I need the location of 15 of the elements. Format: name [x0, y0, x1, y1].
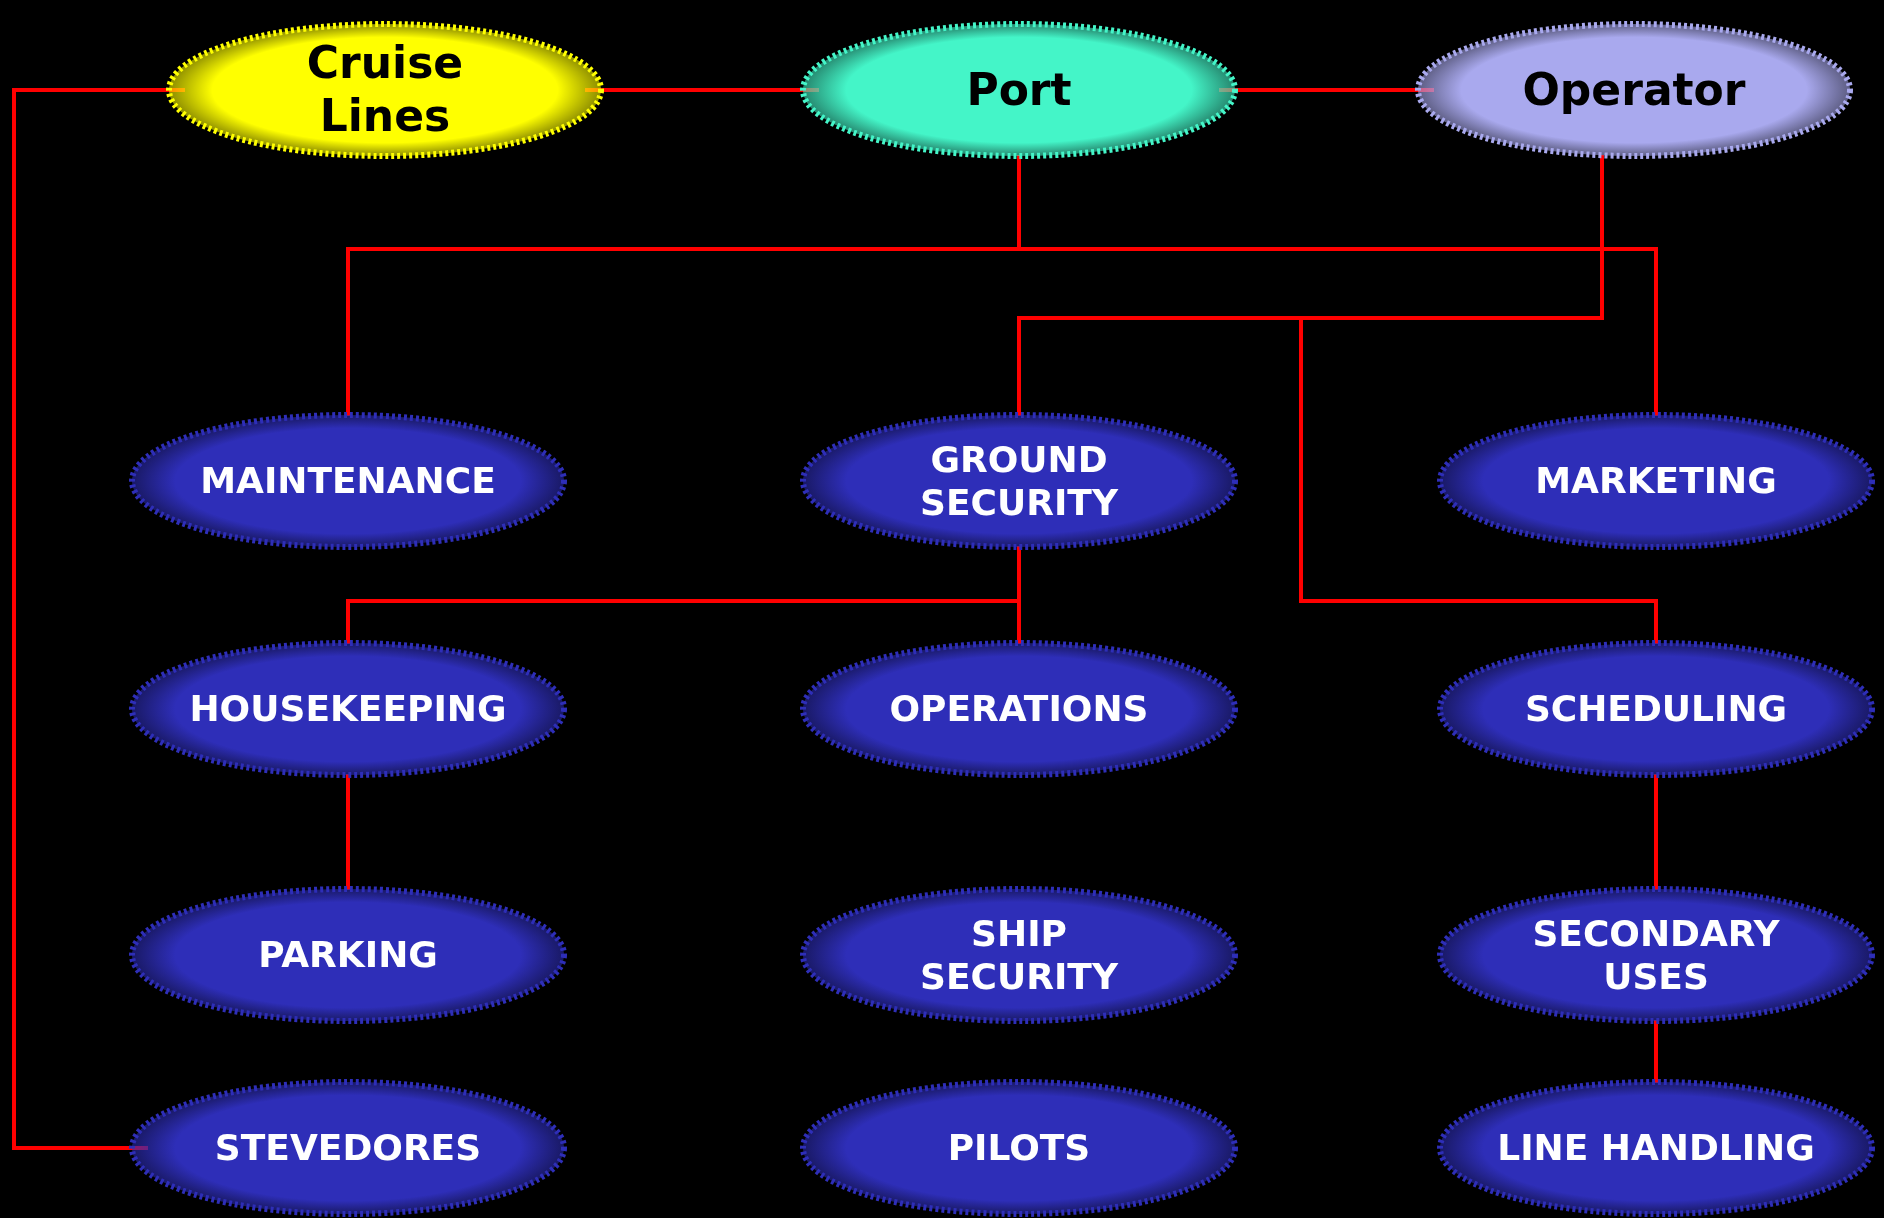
- node-label: Cruise Lines: [305, 37, 465, 143]
- node-label: MAINTENANCE: [199, 459, 497, 503]
- node-label: Port: [965, 63, 1073, 117]
- node-label: SCHEDULING: [1523, 687, 1789, 731]
- node-label: SHIP SECURITY: [919, 911, 1119, 999]
- node-label: OPERATIONS: [888, 687, 1150, 731]
- node-label: HOUSEKEEPING: [188, 687, 508, 731]
- node-label: GROUND SECURITY: [919, 437, 1119, 525]
- node-label: LINE HANDLING: [1496, 1126, 1816, 1170]
- node-label: Operator: [1521, 63, 1747, 117]
- node-label: MARKETING: [1534, 459, 1778, 503]
- node-label: PILOTS: [946, 1126, 1092, 1170]
- node-label: SECONDARY USES: [1531, 911, 1781, 999]
- node-label: STEVEDORES: [213, 1126, 483, 1170]
- node-label: PARKING: [257, 933, 439, 977]
